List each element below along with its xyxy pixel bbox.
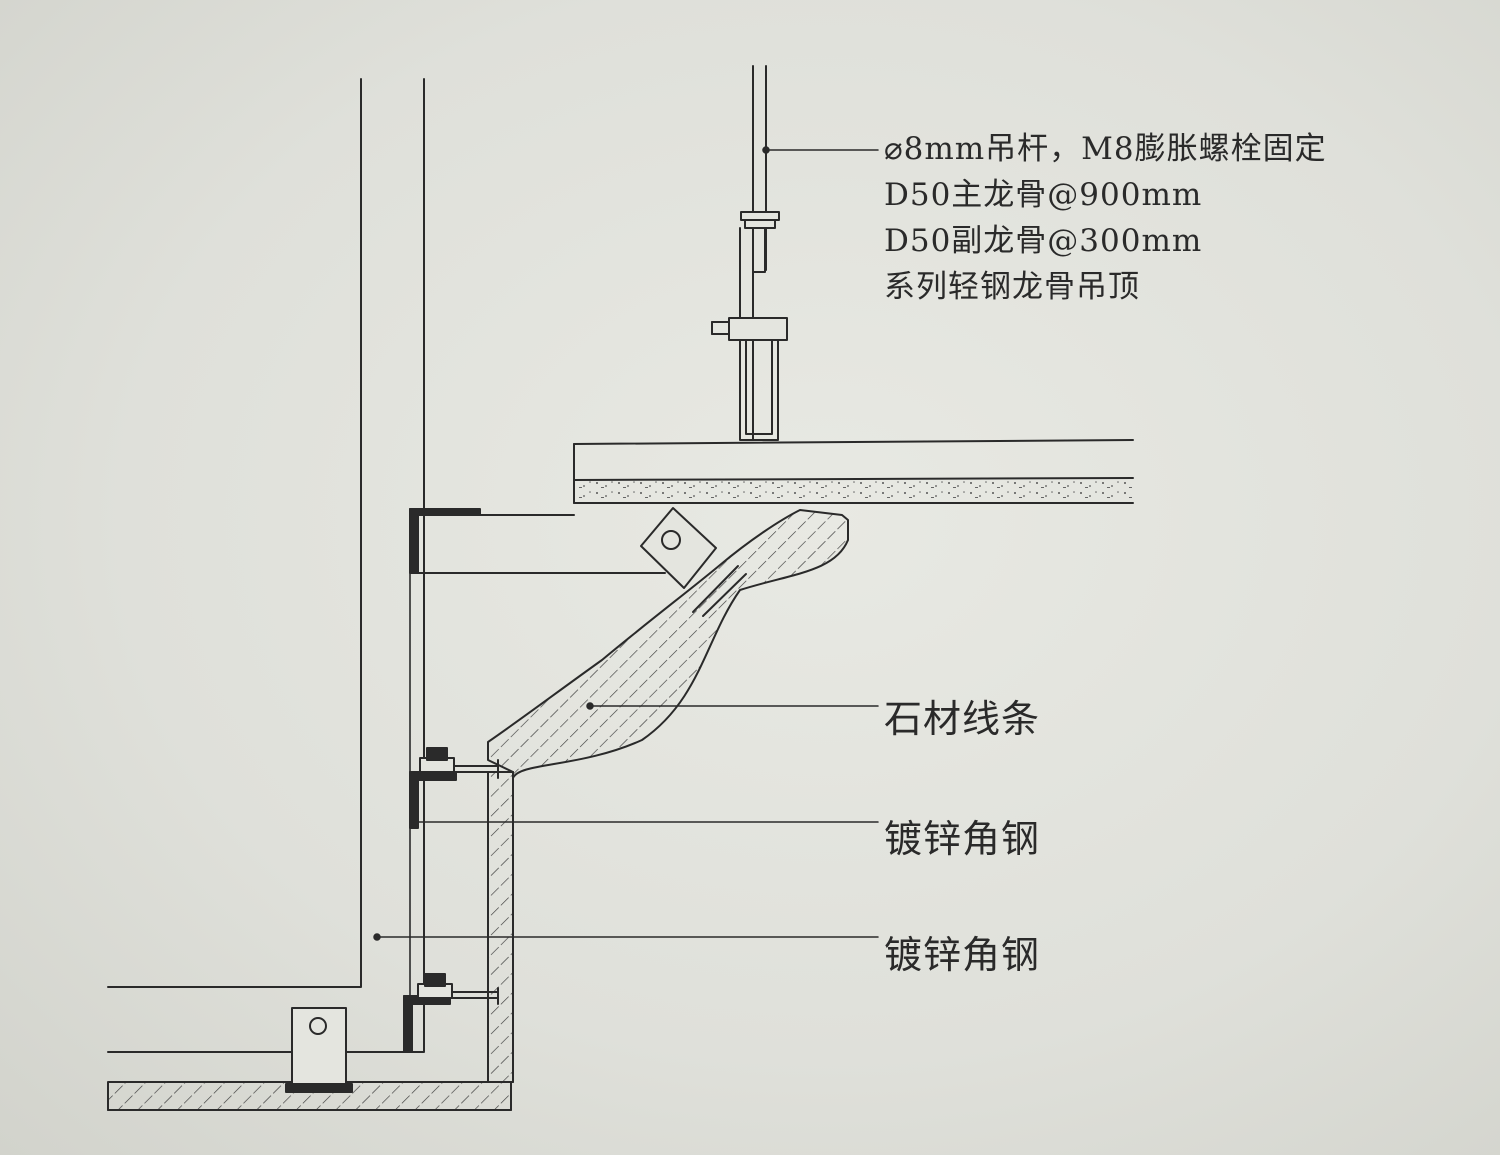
wall-section <box>107 78 425 1053</box>
lower-anchor-bolt <box>403 973 499 1053</box>
hanger-rod <box>711 65 788 441</box>
upper-angle-steel-label: 镀锌角钢 <box>884 817 1041 861</box>
hanger-rod-annotation-line-4: 系列轻钢龙骨吊顶 <box>884 269 1140 305</box>
upper-anchor-bolt <box>409 747 499 829</box>
stone-facing-panel <box>487 771 514 1083</box>
upper-wall-angle-steel <box>409 508 666 574</box>
stone-molding-profile <box>487 509 849 779</box>
hanger-rod-annotation-line-2: D50主龙骨@900mm <box>884 177 1203 213</box>
lower-angle-steel-label: 镀锌角钢 <box>884 933 1041 977</box>
hanger-rod-annotation-line-1: ⌀8mm吊杆，M8膨胀螺栓固定 <box>884 131 1327 167</box>
leader-lines <box>373 146 879 941</box>
hanger-rod-annotation-line-3: D50副龙骨@300mm <box>884 223 1203 259</box>
stone-molding-label: 石材线条 <box>884 697 1041 741</box>
ceiling-keel-and-board <box>573 439 1134 504</box>
floor-bracket <box>285 1007 353 1093</box>
